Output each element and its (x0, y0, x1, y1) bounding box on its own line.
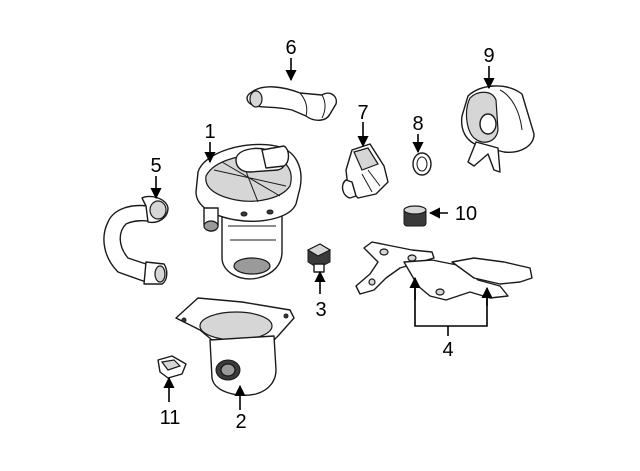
part-4-brackets[interactable] (355, 241, 533, 301)
part-9-cover[interactable] (460, 85, 535, 173)
callout-2: 2 (235, 411, 246, 433)
part-1-air-pump[interactable] (195, 143, 302, 280)
part-10-grommet[interactable] (403, 205, 427, 227)
part-2-bracket[interactable] (175, 297, 295, 396)
part-6-hose[interactable] (246, 86, 337, 121)
part-7-sensor[interactable] (341, 143, 389, 199)
part-11-clip[interactable] (157, 355, 187, 379)
part-8-o-ring[interactable] (412, 152, 432, 176)
callout-6: 6 (285, 37, 296, 59)
callout-8: 8 (412, 113, 423, 135)
callout-4: 4 (442, 339, 453, 361)
callout-1: 1 (204, 121, 215, 143)
callout-3: 3 (315, 299, 326, 321)
part-5-hose[interactable] (103, 195, 169, 285)
callout-7: 7 (357, 102, 368, 124)
callout-9: 9 (483, 45, 494, 67)
callout-labels: 1 2 3 4 5 6 7 8 9 10 11 (150, 37, 494, 433)
callout-11: 11 (160, 407, 181, 429)
callout-5: 5 (150, 155, 161, 177)
part-3-valve[interactable] (306, 243, 332, 273)
leader-arrows (150, 58, 495, 410)
callout-10: 10 (455, 203, 477, 225)
arrow-4-bracket (414, 282, 488, 327)
